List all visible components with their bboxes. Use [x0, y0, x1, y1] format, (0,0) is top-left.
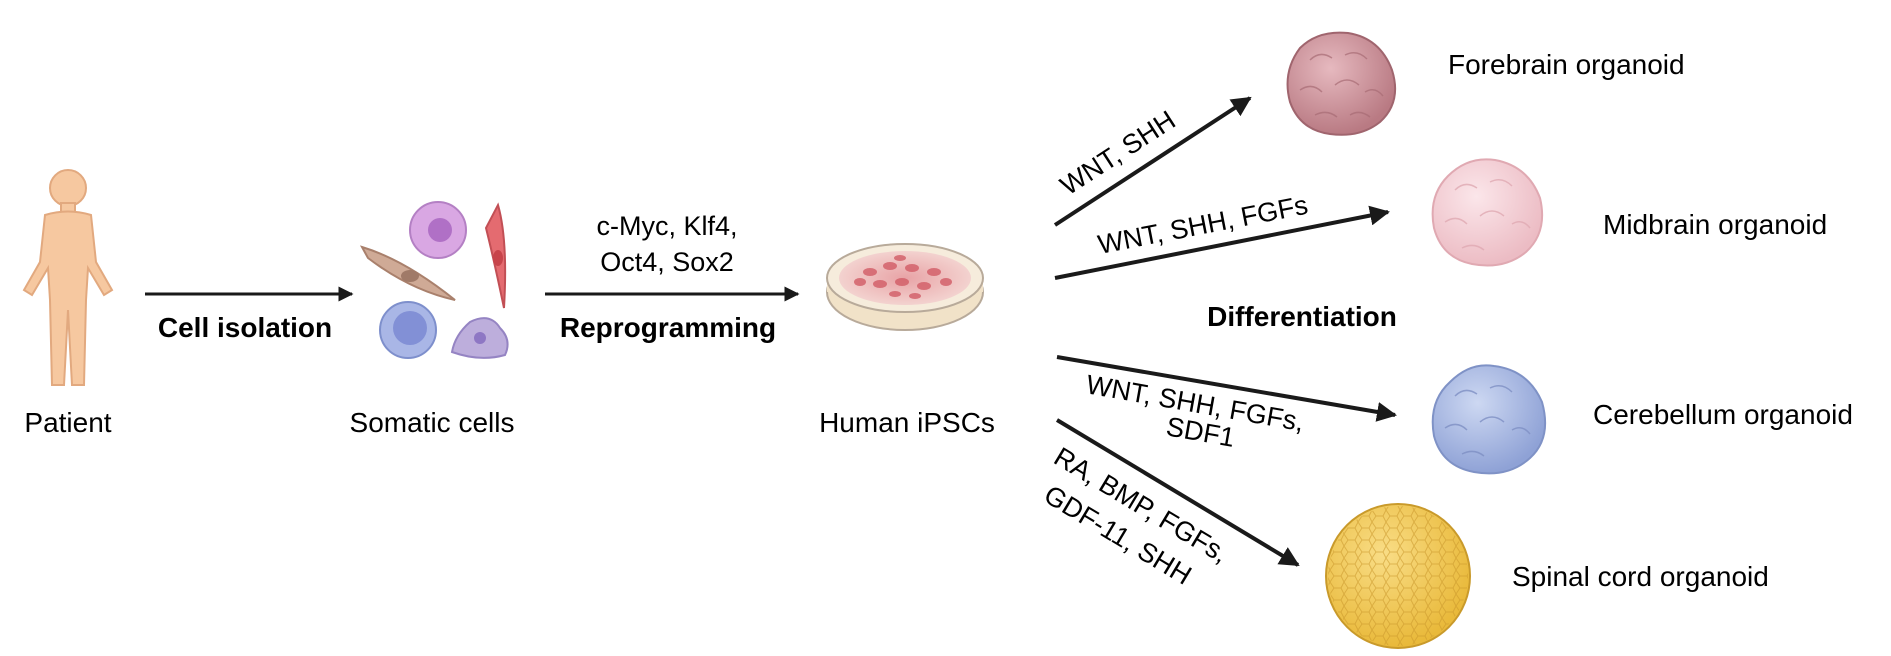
spinal-arrow: [1055, 418, 1300, 567]
midbrain-arrow: [1054, 205, 1390, 280]
cerebellum-organoid-icon: [1431, 364, 1546, 475]
somatic-cells-icon: [359, 201, 509, 359]
cell-isolation-label: Cell isolation: [158, 312, 332, 343]
midbrain-organoid-icon: [1431, 158, 1544, 267]
cerebellum-arrow: [1056, 355, 1397, 422]
patient-label: Patient: [24, 407, 111, 438]
forebrain-factors-label: WNT, SHH: [1055, 105, 1181, 201]
factors-line-2: Oct4, Sox2: [600, 247, 734, 277]
cerebellum-organoid-label: Cerebellum organoid: [1593, 399, 1853, 430]
petri-dish-icon: [826, 243, 984, 331]
spinal-cord-organoid-icon: [1325, 503, 1471, 649]
factors-line-1: c-Myc, Klf4,: [596, 211, 737, 241]
forebrain-organoid-label: Forebrain organoid: [1448, 49, 1685, 80]
patient-figure-icon: [22, 169, 114, 386]
reprogramming-label: Reprogramming: [560, 312, 776, 343]
forebrain-arrow: [1053, 96, 1252, 227]
somatic-cells-label: Somatic cells: [350, 407, 515, 438]
forebrain-organoid-icon: [1286, 31, 1396, 136]
differentiation-label: Differentiation: [1207, 301, 1397, 332]
midbrain-organoid-label: Midbrain organoid: [1603, 209, 1827, 240]
human-ipscs-label: Human iPSCs: [819, 407, 995, 438]
spinal-cord-organoid-label: Spinal cord organoid: [1512, 561, 1769, 592]
